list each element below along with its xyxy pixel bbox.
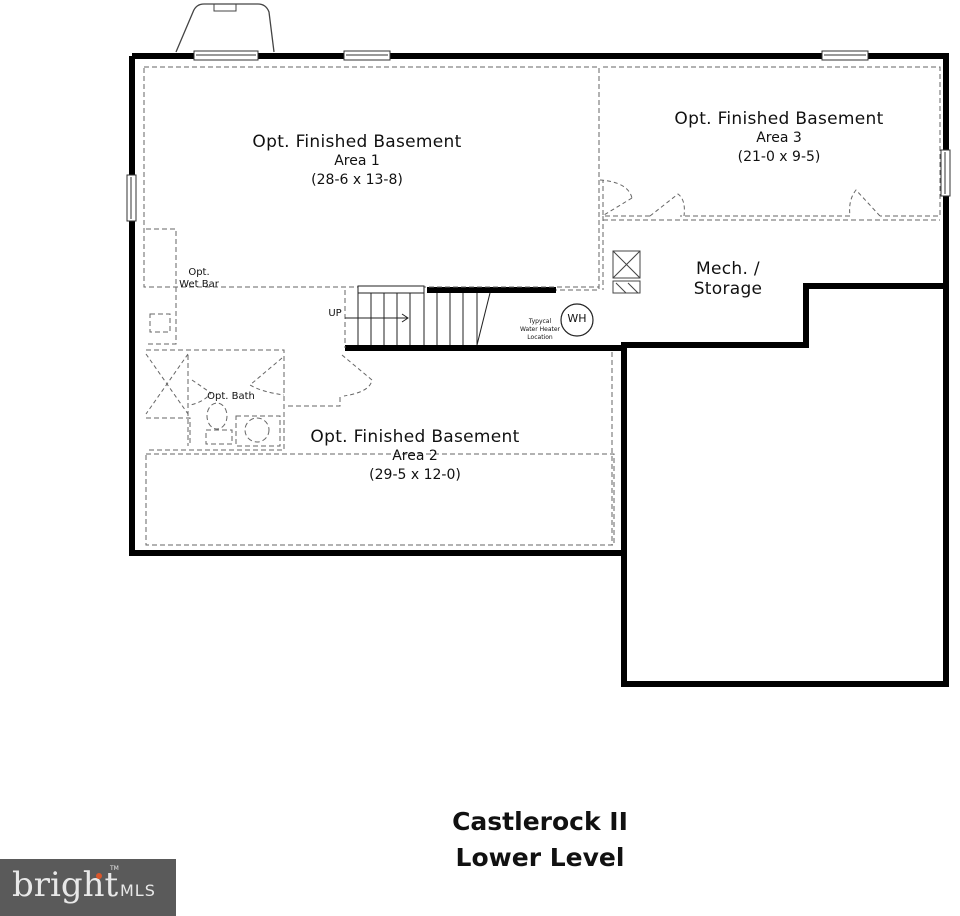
logo-brand: bright <box>12 865 119 905</box>
wetbar-label: Opt. Wet Bar <box>179 267 219 291</box>
room-dims: (29-5 x 12-0) <box>369 467 461 483</box>
exterior-walls <box>129 53 949 687</box>
wetbar-line2: Wet Bar <box>179 279 219 290</box>
note-line: Location <box>527 334 553 341</box>
room-area: Area 1 <box>334 153 380 169</box>
room-name: Opt. Finished Basement <box>252 132 462 152</box>
water-heater-note: Typycal Water Heater Location <box>520 318 560 342</box>
area2-label: Opt. Finished Basement Area 2 (29-5 x 12… <box>310 427 519 485</box>
area1-label: Opt. Finished Basement Area 1 (28-6 x 13… <box>252 132 461 190</box>
room-dims: (21-0 x 9-5) <box>737 149 821 165</box>
logo-accent-dot <box>96 873 102 879</box>
plan-title: Castlerock II Lower Level <box>452 804 628 876</box>
wetbar-line1: Opt. <box>188 267 210 278</box>
plan-level: Lower Level <box>455 843 625 872</box>
stairs-up-label: UP <box>328 308 342 319</box>
plan-name: Castlerock II <box>452 807 628 836</box>
mech-storage-label: Mech. / Storage <box>694 259 763 299</box>
room-area: Area 2 <box>392 448 438 464</box>
room-dims: (28-6 x 13-8) <box>311 172 403 188</box>
room-name: Opt. Finished Basement <box>674 109 884 129</box>
area3-label: Opt. Finished Basement Area 3 (21-0 x 9-… <box>674 109 883 167</box>
bath-label: Opt. Bath <box>207 391 255 402</box>
bright-mls-logo: bright TM MLS <box>0 859 176 916</box>
logo-tm: TM <box>110 865 119 872</box>
logo-suffix: MLS <box>120 881 156 900</box>
water-heater-label: WH <box>567 312 587 325</box>
mech-line2: Storage <box>693 279 763 299</box>
room-area: Area 3 <box>756 130 802 146</box>
note-line: Typycal <box>528 318 552 325</box>
note-line: Water Heater <box>519 326 561 333</box>
mech-line1: Mech. / <box>696 259 760 279</box>
room-name: Opt. Finished Basement <box>310 427 520 447</box>
